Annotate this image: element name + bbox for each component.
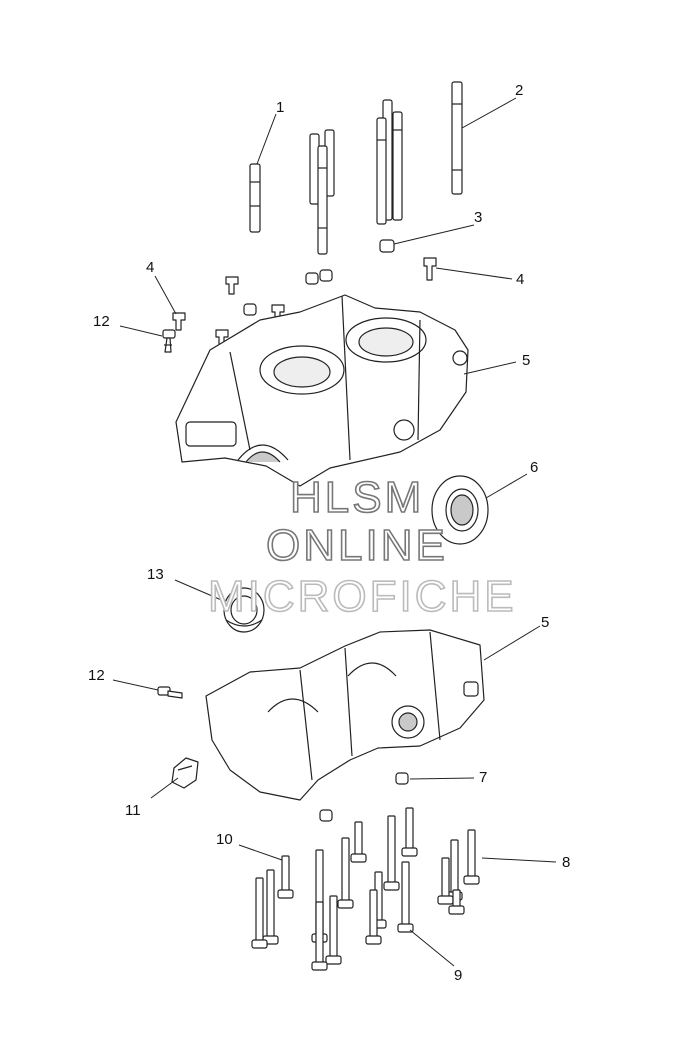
- callout-4-right: 4: [516, 271, 524, 288]
- watermark-line-2: ONLINE: [266, 521, 448, 570]
- callout-4-left: 4: [146, 259, 154, 276]
- leader-lines: [112, 97, 557, 967]
- callout-5-lower: 5: [541, 614, 549, 631]
- callout-12-upper: 12: [93, 313, 110, 330]
- callout-8: 8: [562, 854, 570, 871]
- watermark-line-3: MICROFICHE: [208, 572, 517, 621]
- dowel-part-7[interactable]: [319, 772, 409, 822]
- bolts-part-10[interactable]: [251, 855, 294, 949]
- callout-5-upper: 5: [522, 352, 530, 369]
- callout-6: 6: [530, 459, 538, 476]
- dowel-part-3[interactable]: [243, 239, 395, 316]
- watermark: HLSM ONLINE MICROFICHE: [207, 472, 517, 622]
- stud-part-1[interactable]: [249, 99, 403, 255]
- screw-part-12-lower[interactable]: [157, 686, 183, 699]
- stud-part-2[interactable]: [451, 81, 463, 195]
- bracket-part-11[interactable]: [171, 757, 199, 789]
- callout-10: 10: [216, 831, 233, 848]
- callout-7: 7: [479, 769, 487, 786]
- lower-crankcase-part-5[interactable]: [205, 629, 485, 801]
- seal-part-6[interactable]: [431, 475, 489, 545]
- screw-part-12-upper[interactable]: [162, 329, 176, 353]
- callout-2: 2: [515, 82, 523, 99]
- callout-3: 3: [474, 209, 482, 226]
- callout-13: 13: [147, 566, 164, 583]
- watermark-line-1: HLSM: [290, 473, 424, 522]
- seal-part-13[interactable]: [223, 587, 265, 633]
- callout-1: 1: [276, 99, 284, 116]
- callout-9: 9: [454, 967, 462, 984]
- bolts-part-9[interactable]: [311, 807, 418, 971]
- upper-crankcase-part-5[interactable]: [175, 294, 469, 487]
- bolts-part-8[interactable]: [437, 829, 480, 915]
- fitting-part-4[interactable]: [172, 257, 437, 346]
- callout-11: 11: [125, 802, 141, 819]
- callout-12-lower: 12: [88, 667, 105, 684]
